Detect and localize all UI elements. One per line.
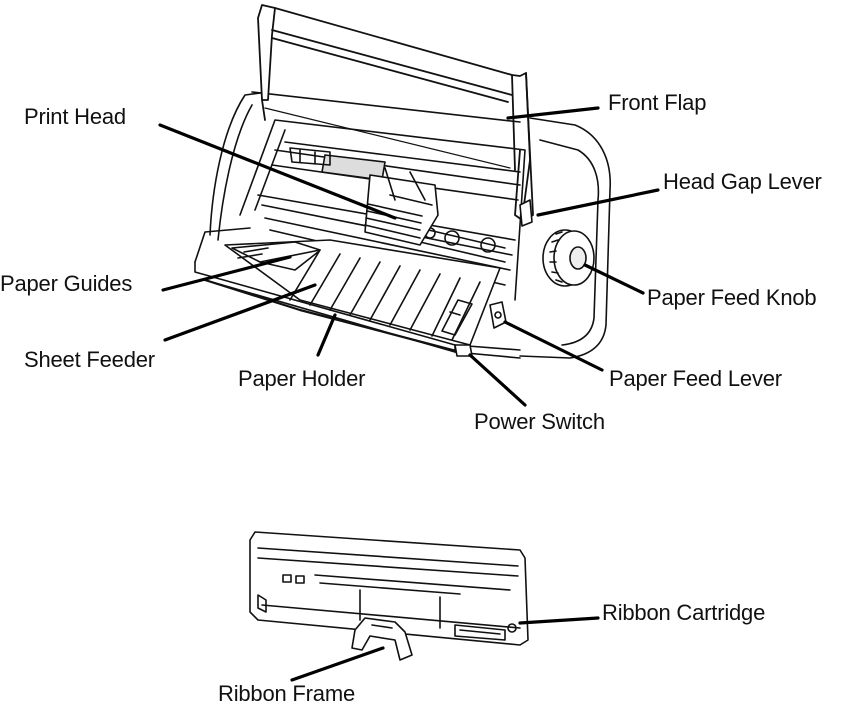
label-power-switch: Power Switch bbox=[474, 411, 605, 433]
label-print-head: Print Head bbox=[24, 106, 126, 128]
label-ribbon-frame: Ribbon Frame bbox=[218, 683, 355, 705]
leader-paper-holder bbox=[318, 315, 335, 355]
label-paper-holder: Paper Holder bbox=[238, 368, 365, 390]
leader-sheet-feeder bbox=[165, 285, 315, 340]
ribbon-cartridge-shape bbox=[250, 532, 528, 660]
leader-paper-feed-lever bbox=[505, 322, 602, 370]
label-front-flap: Front Flap bbox=[608, 92, 706, 114]
head-gap-lever-shape bbox=[520, 200, 532, 226]
paper-feed-lever-shape bbox=[490, 302, 506, 328]
label-paper-feed-lever: Paper Feed Lever bbox=[609, 368, 782, 390]
label-ribbon-cartridge: Ribbon Cartridge bbox=[602, 602, 765, 624]
leader-power-switch bbox=[470, 355, 525, 405]
paper-feed-knob-shape bbox=[543, 230, 594, 286]
label-paper-feed-knob: Paper Feed Knob bbox=[647, 287, 816, 309]
leader-front-flap bbox=[508, 108, 598, 118]
label-head-gap-lever: Head Gap Lever bbox=[663, 171, 822, 193]
leader-paper-feed-knob bbox=[585, 265, 643, 293]
leader-ribbon-frame bbox=[292, 648, 383, 680]
label-sheet-feeder: Sheet Feeder bbox=[24, 349, 155, 371]
print-head-assembly bbox=[290, 148, 438, 245]
label-paper-guides: Paper Guides bbox=[0, 273, 132, 295]
leader-ribbon-cartridge bbox=[520, 618, 598, 623]
